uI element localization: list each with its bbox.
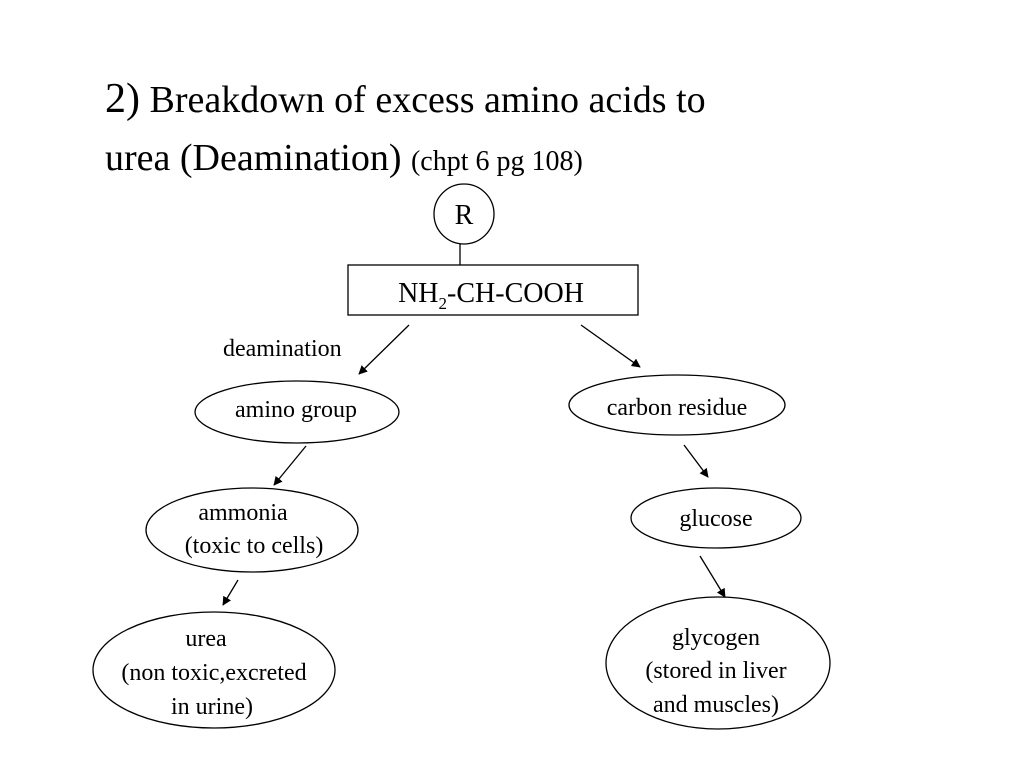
arrow-to-amino-group [358, 324, 410, 375]
glycogen-note-line1: (stored in liver [645, 658, 786, 684]
amino-acid-node: NH2-CH-COOH [347, 264, 639, 316]
formula-subscript: 2 [439, 294, 448, 313]
urea-ellipse [92, 611, 336, 729]
formula-rest: -CH-COOH [447, 278, 584, 309]
urea-label: urea [185, 626, 227, 652]
arrow-to-carbon-residue [580, 324, 641, 368]
title-main: Breakdown of excess amino acids to [149, 79, 706, 121]
title-second-line: urea (Deamination) [105, 137, 402, 179]
carbon-residue-label: carbon residue [607, 395, 748, 421]
glucose-label: glucose [679, 506, 752, 532]
title-reference: (chpt 6 pg 108) [410, 146, 583, 177]
formula-nh: NH [398, 278, 438, 309]
glucose-node: glucose [630, 487, 802, 549]
urea-note-line2: in urine) [171, 694, 253, 720]
arrow-to-glycogen [699, 555, 726, 598]
carbon-residue-ellipse [568, 374, 786, 436]
amino-group-node: amino group [194, 380, 400, 444]
r-group-circle [433, 183, 495, 245]
urea-node: urea (non toxic,excreted in urine) [92, 611, 336, 729]
arrow-to-urea [222, 579, 239, 606]
amino-group-ellipse [194, 380, 400, 444]
glycogen-node: glycogen (stored in liver and muscles) [605, 596, 831, 730]
r-group-node: R [433, 183, 495, 245]
glycogen-ellipse [605, 596, 831, 730]
glucose-ellipse [630, 487, 802, 549]
ammonia-note: (toxic to cells) [185, 533, 324, 559]
carbon-residue-node: carbon residue [568, 374, 786, 436]
ammonia-label: ammonia [198, 500, 288, 526]
urea-note-line1: (non toxic,excreted [121, 660, 306, 686]
glycogen-label: glycogen [672, 625, 760, 651]
deamination-label: deamination [223, 336, 342, 362]
amino-group-label: amino group [235, 397, 357, 423]
amino-acid-box [347, 264, 639, 316]
arrow-to-ammonia [273, 445, 307, 486]
arrow-to-glucose [683, 444, 709, 478]
amino-acid-formula: NH2-CH-COOH [398, 278, 584, 313]
ammonia-node: ammonia (toxic to cells) [145, 487, 359, 573]
title-number: 2) [105, 76, 140, 122]
slide-title: 2) Breakdown of excess amino acids to ure… [105, 70, 706, 191]
ammonia-ellipse [145, 487, 359, 573]
glycogen-note-line2: and muscles) [653, 692, 779, 718]
r-group-label: R [455, 200, 474, 231]
